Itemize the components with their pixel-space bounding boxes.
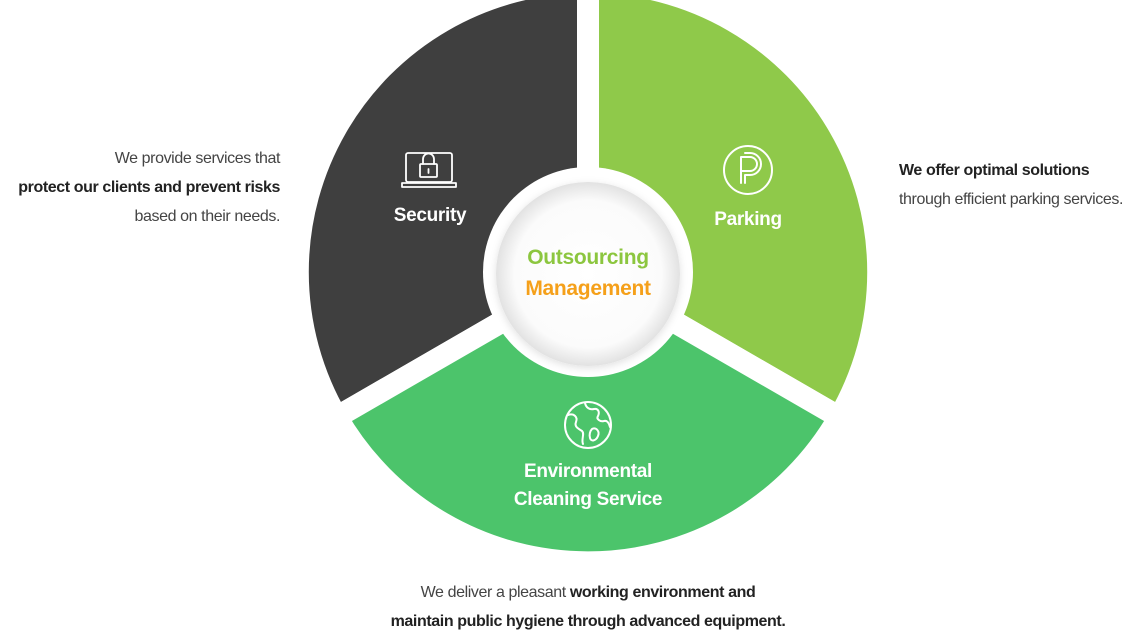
segment-cleaning-label-line2: Cleaning Service	[513, 489, 663, 510]
segment-cleaning-label-line1: Environmental	[523, 461, 653, 482]
laptop-lock-icon	[401, 152, 457, 188]
center-title: Outsourcing Management	[488, 242, 688, 304]
cleaning-description-line1-bold: working environment and	[569, 584, 756, 601]
segment-cleaning-label: Environmental Cleaning Service	[458, 458, 718, 514]
parking-sign-icon	[723, 145, 773, 195]
cleaning-description-line1-normal: We deliver a pleasant	[420, 584, 570, 601]
center-title-line1: Outsourcing	[527, 246, 649, 269]
segment-security-label: Security	[393, 205, 467, 226]
security-description-line1: We provide services that	[114, 150, 281, 167]
cleaning-description-line2: maintain public hygiene through advanced…	[390, 613, 786, 630]
security-description-line2: protect our clients and prevent risks	[18, 179, 280, 196]
parking-description: We offer optimal solutions through effic…	[899, 156, 1144, 214]
parking-description-line1: We offer optimal solutions	[899, 162, 1090, 179]
cleaning-description-line1: We deliver a pleasant working environmen…	[330, 578, 846, 607]
parking-description-line2: through efficient parking services.	[899, 191, 1124, 208]
security-description-line3: based on their needs.	[134, 208, 281, 225]
segment-parking-label: Parking	[714, 209, 782, 230]
security-description: We provide services that protect our cli…	[0, 144, 280, 231]
center-title-line2: Management	[525, 277, 651, 300]
center-hub-disc	[496, 182, 680, 366]
segment-cleaning	[325, 261, 851, 574]
cleaning-description: We deliver a pleasant working environmen…	[330, 578, 846, 636]
globe-icon	[564, 401, 612, 449]
